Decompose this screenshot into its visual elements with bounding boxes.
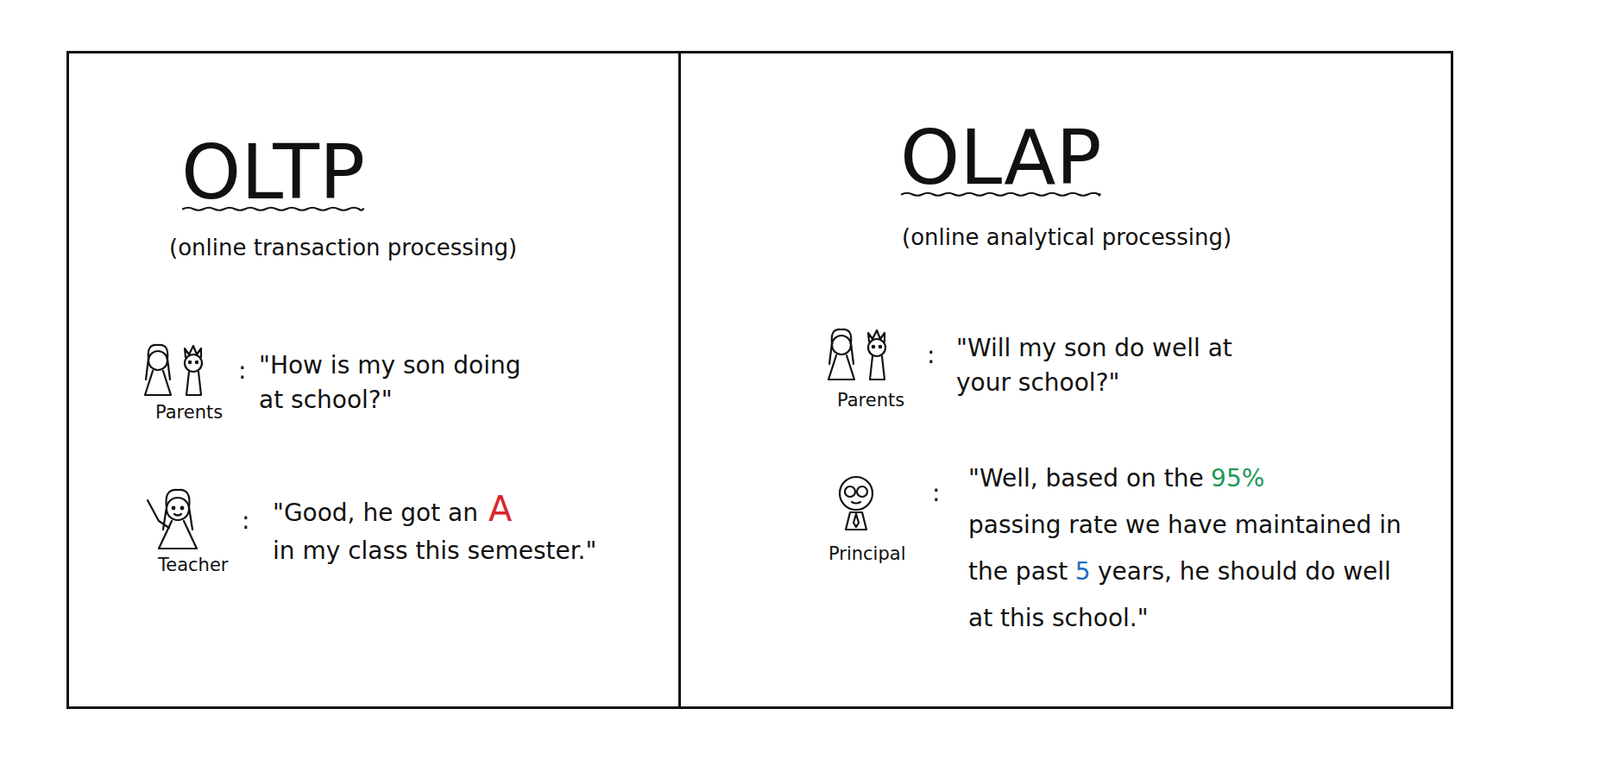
passing-rate: 95% bbox=[1210, 464, 1265, 493]
speech-quote: "Will my son do well at your school?" bbox=[956, 331, 1241, 401]
speech-paragraph: "Well, based on the95%passing rate we ha… bbox=[968, 455, 1418, 643]
person-name: Parents bbox=[837, 390, 905, 411]
panel-subtitle: (online transaction processing) bbox=[169, 236, 517, 259]
speech-quote: in my class this semester." bbox=[272, 536, 597, 566]
person-name: Parents bbox=[155, 402, 223, 423]
speech-quote: "How is my son doing at school?" bbox=[258, 348, 553, 418]
speech-quote: "Well, based on the bbox=[968, 464, 1204, 493]
grade-mark: A bbox=[488, 489, 512, 530]
panel-subtitle: (online analytical processing) bbox=[901, 226, 1232, 249]
speech-paragraph: "Good, he got an Ain my class this semest… bbox=[272, 490, 644, 571]
comic-panel: OLTP (online transaction processing) bbox=[66, 50, 679, 710]
panel-heading: OLAP bbox=[900, 119, 1103, 196]
speaker-colon: : bbox=[241, 507, 250, 536]
parents-figure bbox=[144, 345, 202, 396]
parents-figure bbox=[828, 329, 886, 380]
principal-figure bbox=[839, 477, 873, 530]
speaker-colon: : bbox=[238, 357, 246, 385]
speaker-colon: : bbox=[926, 341, 935, 370]
speaker-colon: : bbox=[932, 479, 940, 508]
person-name: Teacher bbox=[157, 554, 228, 576]
person-name: Principal bbox=[828, 543, 907, 565]
speech-quote: "Good, he got an bbox=[272, 498, 479, 528]
year-count: 5 bbox=[1075, 557, 1091, 586]
panel-heading: OLTP bbox=[181, 134, 366, 211]
teacher-figure bbox=[147, 490, 197, 549]
